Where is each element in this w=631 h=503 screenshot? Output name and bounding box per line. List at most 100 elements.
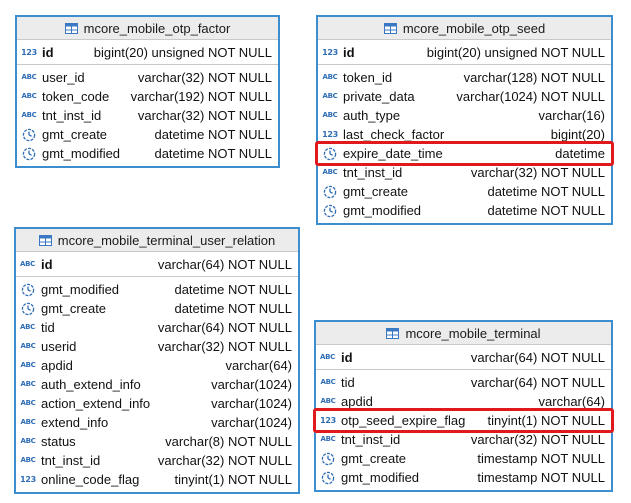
- clock-icon-glyph: [323, 147, 337, 160]
- text-icon: ABC: [20, 416, 36, 430]
- column-row[interactable]: ABC extend_info varchar(1024): [16, 413, 298, 432]
- text-icon: ABC: [20, 340, 36, 354]
- table-icon: [64, 22, 78, 34]
- column-type: tinyint(1) NOT NULL: [174, 472, 292, 487]
- column-name: userid: [41, 339, 77, 354]
- column-name: gmt_create: [41, 301, 107, 316]
- table-header[interactable]: mcore_mobile_terminal_user_relation: [16, 229, 298, 252]
- section-gap: [16, 489, 298, 492]
- text-icon-glyph: ABC: [21, 92, 37, 100]
- column-type: datetime NOT NULL: [174, 301, 292, 316]
- text-icon: ABC: [21, 109, 37, 123]
- column-row[interactable]: gmt_create datetime NOT NULL: [16, 299, 298, 318]
- numeric-icon: 123: [21, 46, 37, 60]
- text-key-icon: ABC: [20, 321, 36, 335]
- text-icon-glyph: ABC: [322, 92, 338, 100]
- column-type: varchar(32) NOT NULL: [157, 453, 292, 468]
- clock-icon-glyph: [323, 204, 337, 217]
- column-type: varchar(1024): [211, 377, 292, 392]
- table-header[interactable]: mcore_mobile_terminal: [316, 322, 611, 345]
- column-name: extend_info: [41, 415, 109, 430]
- text-icon-glyph: ABC: [21, 73, 37, 81]
- column-type: timestamp NOT NULL: [477, 470, 605, 485]
- numeric-icon: 123: [20, 473, 36, 487]
- column-type: varchar(32) NOT NULL: [470, 165, 605, 180]
- text-icon-glyph: ABC: [20, 418, 36, 426]
- column-type: datetime NOT NULL: [154, 146, 272, 161]
- table-header[interactable]: mcore_mobile_otp_factor: [17, 17, 278, 40]
- column-type: varchar(64) NOT NULL: [470, 375, 605, 390]
- clock-icon: [322, 147, 338, 161]
- column-type: varchar(16): [538, 108, 605, 123]
- column-name: expire_date_time: [343, 146, 443, 161]
- column-type: bigint(20) unsigned NOT NULL: [93, 45, 272, 60]
- numeric-icon: 123: [322, 46, 338, 60]
- column-name: action_extend_info: [41, 396, 151, 411]
- column-name: apdid: [41, 358, 73, 373]
- text-icon-glyph: ABC: [20, 437, 36, 445]
- text-icon-glyph: ABC: [20, 380, 36, 388]
- column-type: varchar(64) NOT NULL: [157, 257, 292, 272]
- primary-key-divider: [318, 64, 611, 65]
- numeric-icon-glyph: 123: [322, 129, 338, 139]
- clock-icon-glyph: [21, 302, 35, 315]
- column-name: gmt_create: [42, 127, 108, 142]
- text-icon-glyph: ABC: [20, 456, 36, 464]
- column-name: tnt_inst_id: [41, 453, 101, 468]
- column-type: varchar(32) NOT NULL: [470, 432, 605, 447]
- column-name: otp_seed_expire_flag: [341, 413, 466, 428]
- column-row[interactable]: ABC tnt_inst_id varchar(32) NOT NULL: [16, 451, 298, 470]
- table-title: mcore_mobile_otp_factor: [83, 20, 231, 36]
- column-name: gmt_create: [341, 451, 407, 466]
- column-name: tid: [341, 375, 355, 390]
- clock-icon: [20, 283, 36, 297]
- text-icon: ABC: [322, 90, 338, 104]
- column-name: tnt_inst_id: [341, 432, 401, 447]
- column-name: id: [343, 45, 355, 60]
- text-key-icon: ABC: [20, 258, 36, 272]
- column-type: varchar(1024): [211, 415, 292, 430]
- table-icon: [38, 234, 52, 246]
- table-title: mcore_mobile_terminal_user_relation: [57, 232, 276, 248]
- column-type: varchar(64): [538, 394, 605, 409]
- text-icon-glyph: ABC: [322, 168, 338, 176]
- table-header[interactable]: mcore_mobile_otp_seed: [318, 17, 611, 40]
- clock-icon-glyph: [21, 283, 35, 296]
- text-icon: ABC: [20, 397, 36, 411]
